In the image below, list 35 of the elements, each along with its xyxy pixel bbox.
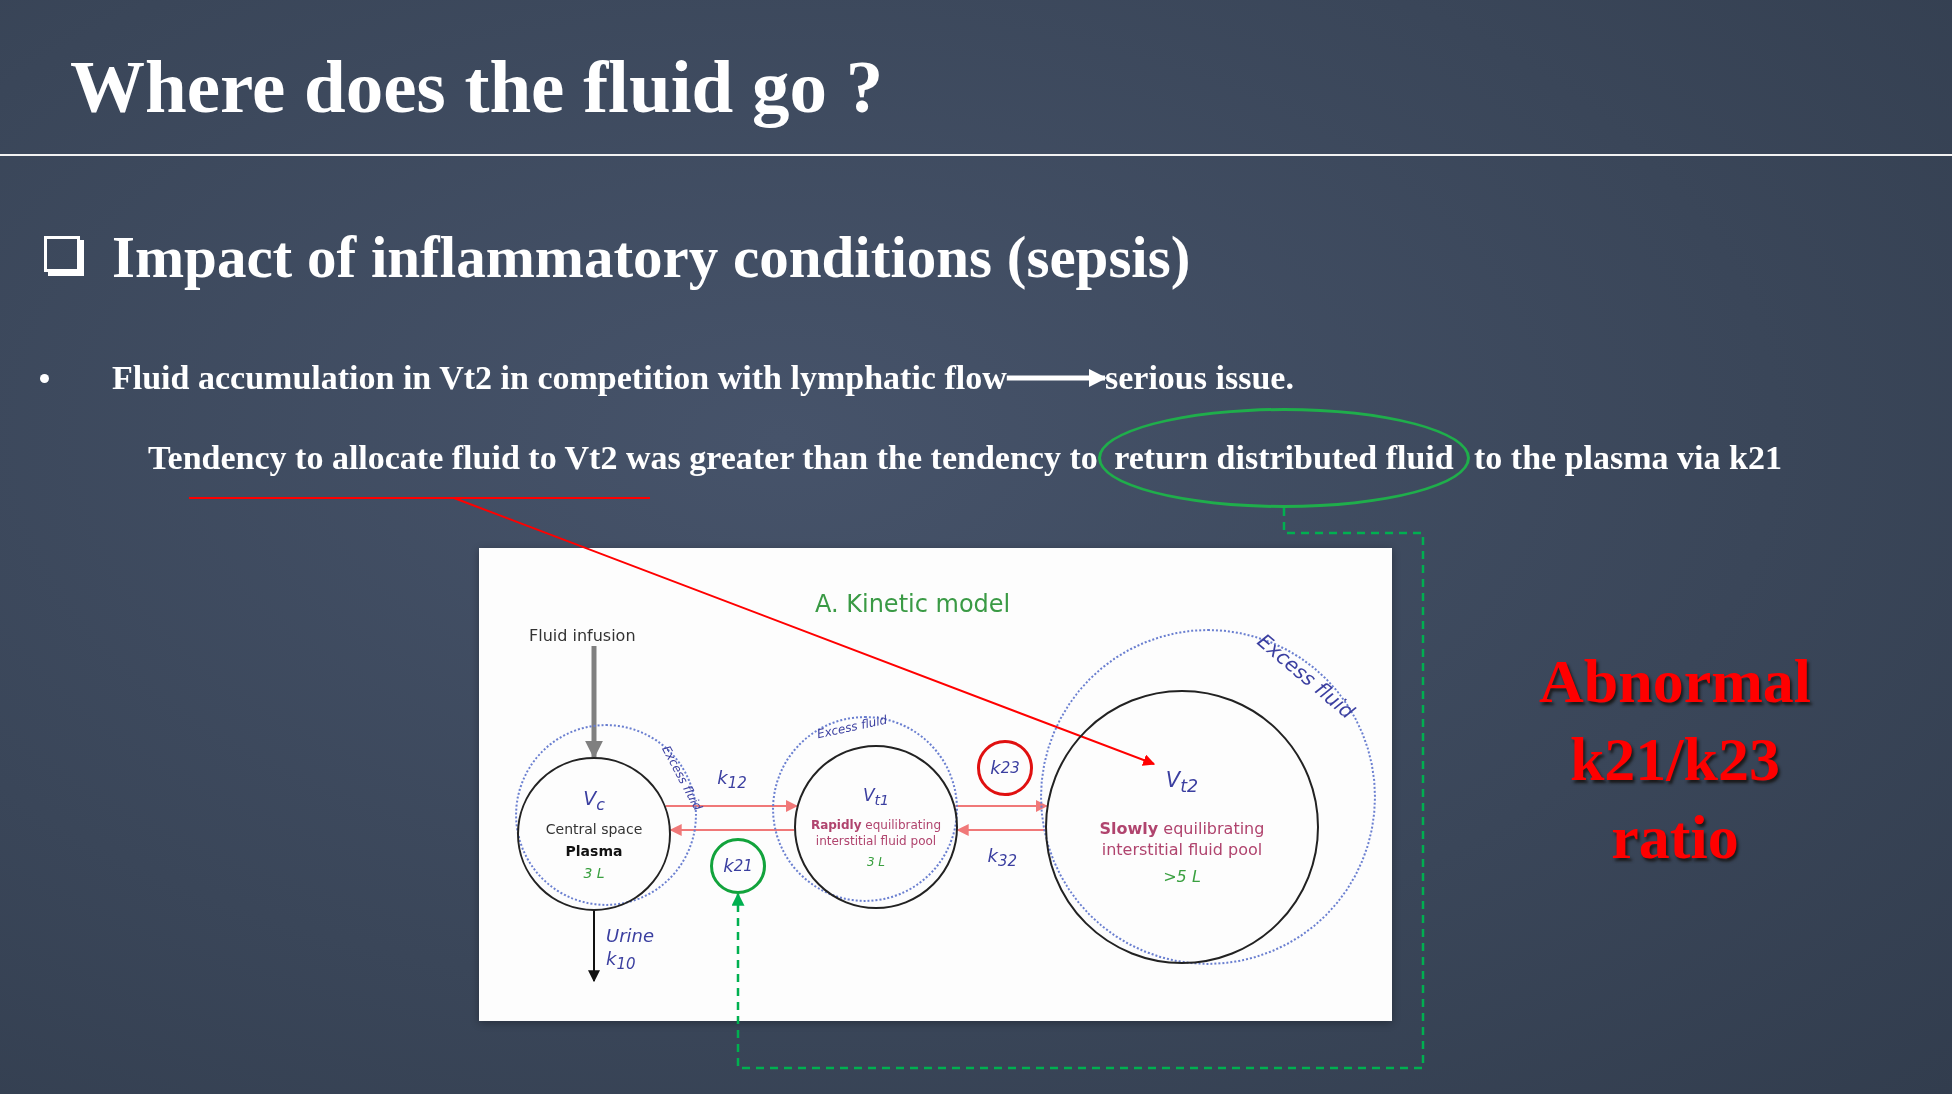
emphasis-text: Abnormal k21/k23 ratio [1537,646,1813,873]
sentence-text: Fluid accumulation in Vt2 in competition with lymphatic flow [112,358,1007,398]
edge-label: Urine k$_{10}$ [606,924,656,974]
arrow [588,910,600,983]
volume-symbol: V$_{t2}$ [1165,768,1199,797]
arrow [669,824,796,836]
panel-title: A. Kinetic model [815,590,1011,619]
sentence-text: serious issue. [1105,358,1294,398]
sentence-text: Tendency to allocate fluid to Vt2 was greater than the tendency to [148,438,1098,498]
arrow [664,800,798,812]
edge-label: k$_{32}$ [987,844,1018,872]
compartment-label: Rapidly equilibrating interstitial fluid pool [809,817,943,850]
volume-amount: >5 L [1163,866,1201,886]
compartment-circle [794,745,958,909]
infusion-label: Fluid infusion [529,626,636,646]
section-heading: Impact of inflammatory conditions (sepsis) [112,223,1191,292]
arrow [1006,369,1107,387]
excess-fluid-circle [1040,629,1376,965]
kinetic-model-panel [479,548,1392,1021]
arrow [956,824,1046,836]
volume-symbol: V$_{c}$ [583,787,605,814]
leader-line [188,497,1156,766]
compartment-label: Slowly equilibrating interstitial fluid pool [1098,817,1266,861]
volume-amount: 3 L [583,864,605,881]
compartment-label: Plasma [565,842,623,859]
volume-amount: 3 L [866,855,886,870]
highlight-ellipse: return distributed fluid [1098,408,1470,508]
arrow [585,646,603,759]
edge-label: k$_{12}$ [717,766,748,794]
excess-fluid-label: Excess fluid [816,713,889,740]
compartment-label: Central space [545,820,643,837]
sentence-text: to the plasma via k21 [1474,438,1782,478]
arrow [731,508,1425,1070]
slide-title: Where does the fluid go ? [70,46,884,129]
volume-symbol: V$_{t1}$ [862,784,890,808]
